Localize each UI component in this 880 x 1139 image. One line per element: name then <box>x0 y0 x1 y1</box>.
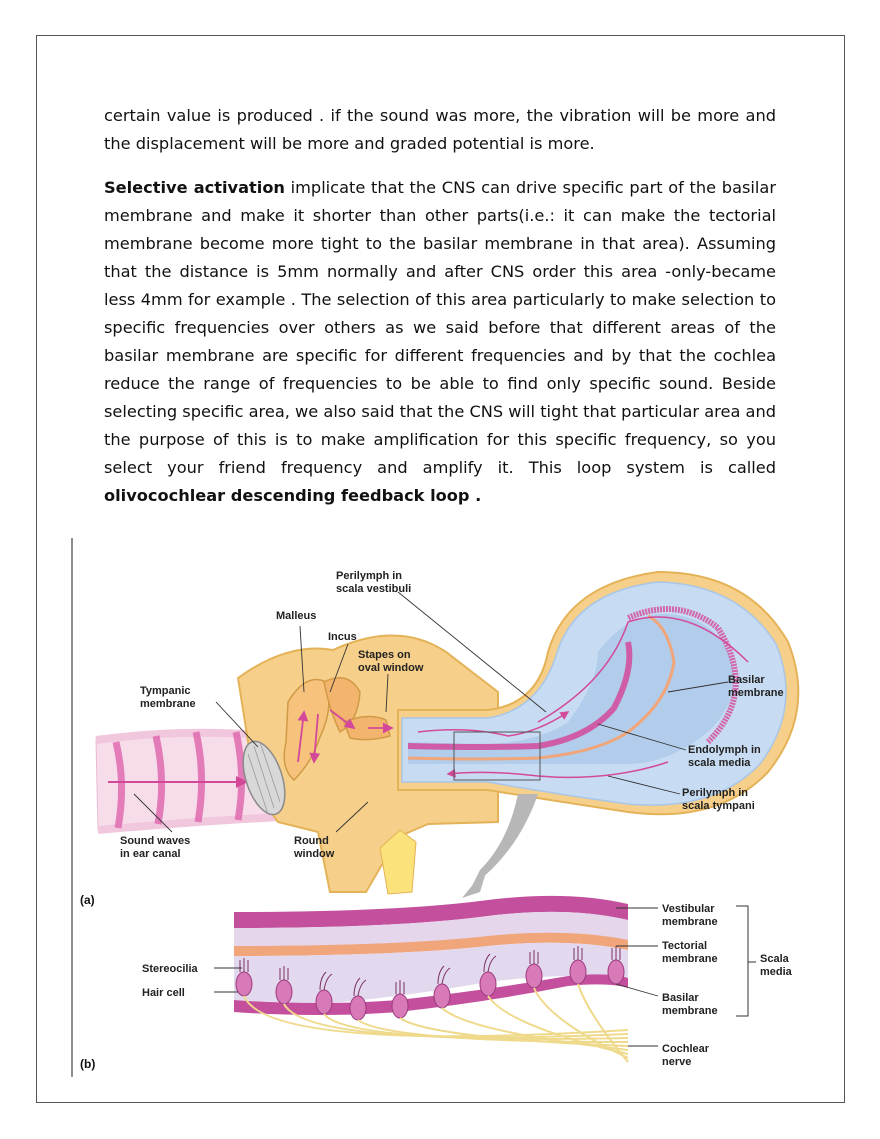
label-perilymph-tympani-1: Perilymph in <box>682 787 748 799</box>
figure-b-tag: (b) <box>80 1057 95 1071</box>
label-vestibular-1: Vestibular <box>662 903 715 915</box>
paragraph-2-body: implicate that the CNS can drive specifi… <box>104 178 776 477</box>
stereocilia <box>239 946 621 997</box>
label-stapes-1: Stapes on <box>358 649 411 661</box>
label-basilar-b-2: membrane <box>662 1005 718 1017</box>
round-window-region <box>379 829 417 895</box>
paragraph-2: Selective activation implicate that the … <box>104 174 776 510</box>
label-malleus: Malleus <box>276 610 316 622</box>
label-hair-cell: Hair cell <box>142 987 185 999</box>
malleus <box>283 678 330 782</box>
label-stereocilia: Stereocilia <box>142 963 199 975</box>
label-cochlear-1: Cochlear <box>662 1043 710 1055</box>
cochlea-illustration: Perilymph in scala vestibuli Malleus Inc… <box>71 538 800 1077</box>
label-basilar-b-1: Basilar <box>662 992 699 1004</box>
label-endolymph-1: Endolymph in <box>688 744 761 756</box>
label-scala-media-1: Scala <box>760 953 790 965</box>
label-scala-media-2: media <box>760 966 793 978</box>
label-tympanic-2: membrane <box>140 698 196 710</box>
figure-a: Perilymph in scala vestibuli Malleus Inc… <box>80 570 800 907</box>
label-vestibular-2: membrane <box>662 916 718 928</box>
cochlea <box>397 570 800 816</box>
label-cochlear-2: nerve <box>662 1056 691 1068</box>
hair-cells <box>235 959 625 1021</box>
label-round-window-2: window <box>293 848 335 860</box>
label-basilar-a-1: Basilar <box>728 674 765 686</box>
label-tectorial-2: membrane <box>662 953 718 965</box>
label-perilymph-tympani-2: scala tympani <box>682 800 755 812</box>
figure-b: Vestibular membrane Tectorial membrane S… <box>80 895 793 1071</box>
paragraph-1: certain value is produced . if the sound… <box>104 102 776 158</box>
label-tectorial-1: Tectorial <box>662 940 707 952</box>
magnified-region-box <box>453 731 541 781</box>
selective-activation-term: Selective activation <box>104 178 285 197</box>
cochlea-figure: Perilymph in scala vestibuli Malleus Inc… <box>68 532 818 1084</box>
label-stapes-2: oval window <box>358 662 424 674</box>
page-border <box>36 35 845 1103</box>
label-endolymph-2: scala media <box>688 757 751 769</box>
label-perilymph-vestibuli-1: Perilymph in <box>336 570 402 582</box>
ear-canal <box>95 728 281 834</box>
magnify-arrow <box>472 794 538 886</box>
paragraph-1-text: certain value is produced . if the sound… <box>104 106 776 153</box>
label-incus: Incus <box>328 631 357 643</box>
label-tympanic-1: Tympanic <box>140 685 191 697</box>
label-basilar-a-2: membrane <box>728 687 784 699</box>
cochlear-nerve <box>243 983 629 1063</box>
vestibular-membrane <box>234 895 628 928</box>
tectorial-membrane <box>234 932 628 956</box>
label-round-window-1: Round <box>294 835 329 847</box>
figure-a-tag: (a) <box>80 893 95 907</box>
label-sound-waves-1: Sound waves <box>120 835 190 847</box>
label-sound-waves-2: in ear canal <box>120 848 181 860</box>
stapes <box>343 715 391 741</box>
feedback-loop-term: olivocochlear descending feedback loop . <box>104 486 482 505</box>
label-perilymph-vestibuli-2: scala vestibuli <box>336 583 411 595</box>
